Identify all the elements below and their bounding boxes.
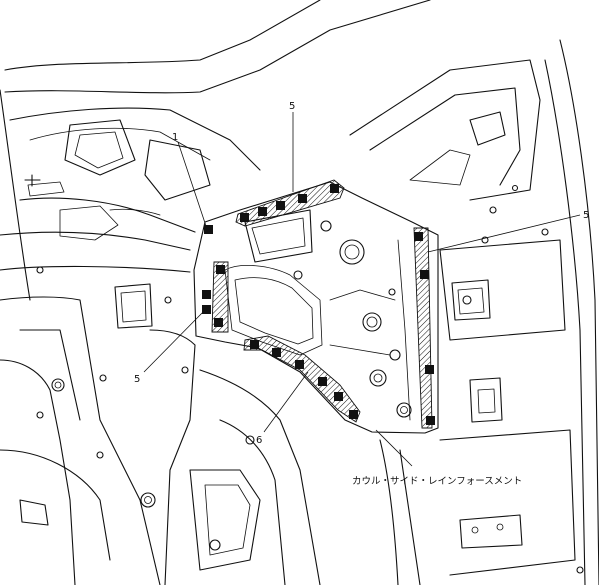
weld-point	[334, 392, 343, 401]
weld-point	[414, 232, 423, 241]
weld-point	[276, 201, 285, 210]
hatch-bottom-flange	[243, 335, 361, 423]
hatch-left-flange	[211, 261, 229, 333]
weld-point	[272, 348, 281, 357]
callout-5-right: 5	[583, 210, 589, 221]
weld-point	[240, 213, 249, 222]
part-name-label: カウル・サイド・レインフォースメント	[352, 476, 522, 487]
weld-point	[330, 184, 339, 193]
weld-point	[420, 270, 429, 279]
weld-point	[349, 410, 358, 419]
weld-point	[258, 207, 267, 216]
weld-point	[202, 290, 211, 299]
callout-5-top: 5	[289, 101, 295, 112]
weld-points	[202, 184, 435, 425]
weld-point	[214, 318, 223, 327]
weld-point	[425, 365, 434, 374]
weld-point	[216, 265, 225, 274]
weld-point	[202, 305, 211, 314]
leader-lines	[143, 112, 581, 467]
callout-labels: 1 5 5 5 6 カウル・サイド・レインフォースメント	[134, 101, 589, 487]
callout-1: 1	[172, 132, 178, 143]
callout-5-left: 5	[134, 374, 140, 385]
weld-point	[298, 194, 307, 203]
weld-point	[426, 416, 435, 425]
weld-point	[250, 340, 259, 349]
hatch-right-flange	[413, 227, 433, 429]
weld-point	[204, 225, 213, 234]
weld-point	[295, 360, 304, 369]
cowl-side-reinforcement-panel	[193, 181, 439, 434]
callout-6: 6	[256, 435, 262, 446]
weld-point	[318, 377, 327, 386]
hatch-top-flange	[235, 179, 345, 227]
